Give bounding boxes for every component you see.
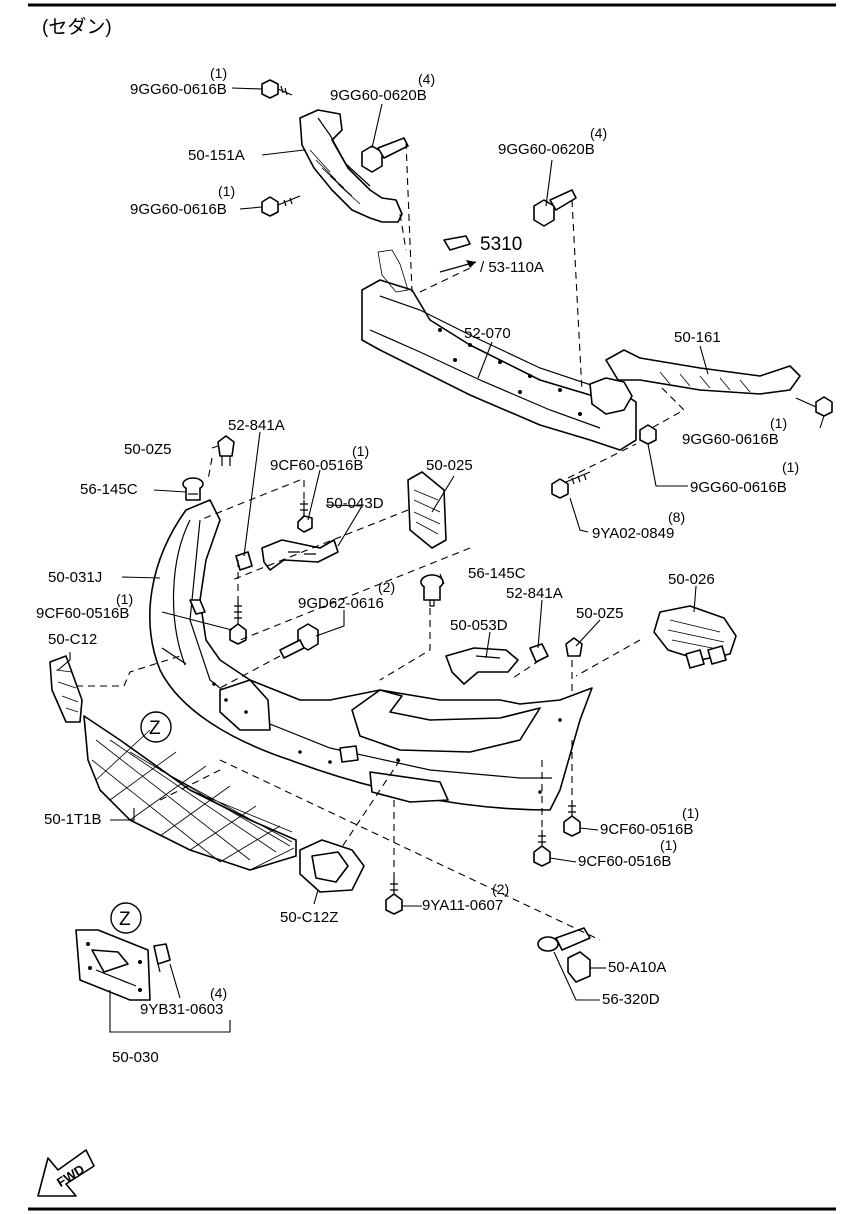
screw-9YA11-0607[interactable] (385, 878, 403, 915)
bracket-50-C12Z[interactable] (299, 839, 365, 893)
tow-hook-56-320D[interactable] (537, 927, 591, 952)
qty-p31: (4) (210, 985, 227, 1001)
clip-50-0Z5-left[interactable] (217, 435, 235, 466)
label-p11[interactable]: 52-841A (228, 417, 285, 434)
support-50-025[interactable] (407, 471, 447, 549)
plate-bracket-50-030[interactable] (75, 929, 151, 1001)
reinforcement-52-070[interactable] (361, 249, 637, 451)
part-labels: (1) 9GG60-0616B (4) 9GG60-0620B 50-151A … (36, 65, 799, 1066)
bumper-cover-50-031J[interactable] (149, 499, 593, 811)
label-p13[interactable]: 9CF60-0516B (270, 457, 363, 474)
bolt-9GG60-0620B-left[interactable] (361, 137, 409, 173)
clip-50-0Z5-right[interactable] (565, 637, 583, 657)
retainer-56-145C-center[interactable] (420, 574, 444, 607)
label-p33[interactable]: 56-320D (602, 991, 660, 1008)
bracket-50-161[interactable] (605, 349, 801, 395)
label-p07[interactable]: 50-161 (674, 329, 721, 346)
nut-52-841A-right[interactable] (529, 643, 549, 663)
label-p32[interactable]: 50-A10A (608, 959, 666, 976)
qty-p20: (1) (116, 591, 133, 607)
bolt-9GD62-0616[interactable] (279, 623, 319, 659)
qty-p04: (1) (218, 183, 235, 199)
qty-p29: (2) (492, 881, 509, 897)
support-50-026[interactable] (653, 605, 737, 669)
qty-p09: (1) (782, 459, 799, 475)
label-p02[interactable]: 9GG60-0620B (330, 87, 427, 104)
label-p22[interactable]: 52-841A (506, 585, 563, 602)
bolt-9GG60-0620B-right[interactable] (533, 189, 577, 227)
bolt-9GG60-0616B-top[interactable] (261, 79, 293, 99)
screw-9CF60-0516B-left[interactable] (229, 600, 247, 645)
qty-p10: (8) (668, 509, 685, 525)
label-p34[interactable]: 50-030 (112, 1049, 159, 1066)
ref-arrow (439, 235, 477, 273)
label-p27[interactable]: 9CF60-0516B (600, 821, 693, 838)
zoom-marker-lower-label: Z (119, 909, 131, 930)
screw-9CF60-0516B-right-b[interactable] (533, 830, 551, 867)
qty-p28: (1) (660, 837, 677, 853)
ref-page[interactable]: 5310 (480, 234, 522, 255)
label-p03[interactable]: 50-151A (188, 147, 245, 164)
fwd-arrow: FWD (37, 1149, 95, 1197)
screw-9CF60-0516B-right-a[interactable] (563, 800, 581, 837)
label-p04[interactable]: 9GG60-0616B (130, 201, 227, 218)
qty-p13: (1) (352, 443, 369, 459)
qty-p08: (1) (770, 415, 787, 431)
screw-9YB31-0603[interactable] (153, 943, 171, 973)
label-p28[interactable]: 9CF60-0516B (578, 853, 671, 870)
label-p18[interactable]: 56-145C (468, 565, 526, 582)
bracket-50-C12[interactable] (49, 655, 83, 723)
label-p17[interactable]: 50-031J (48, 569, 102, 586)
bolt-9GG60-0616B-left[interactable] (261, 195, 301, 217)
label-p16[interactable]: 50-043D (326, 495, 384, 512)
label-p24[interactable]: 50-053D (450, 617, 508, 634)
qty-p01: (1) (210, 65, 227, 81)
qty-p02: (4) (418, 71, 435, 87)
label-p05[interactable]: 9GG60-0620B (498, 141, 595, 158)
ref-part[interactable]: / 53-110A (480, 259, 544, 276)
label-p14[interactable]: 50-025 (426, 457, 473, 474)
label-p15[interactable]: 56-145C (80, 481, 138, 498)
label-p31[interactable]: 9YB31-0603 (140, 1001, 223, 1018)
variant-label: (セダン) (42, 16, 112, 38)
cap-50-A10A[interactable] (567, 951, 591, 983)
bracket-50-043D[interactable] (261, 539, 339, 571)
qty-p27: (1) (682, 805, 699, 821)
assembly-dashed-lines (76, 141, 685, 941)
label-p23[interactable]: 50-C12 (48, 631, 97, 648)
zoom-marker-lower: Z (110, 902, 142, 934)
zoom-marker-upper: Z (140, 711, 172, 743)
retainer-56-145C-left[interactable] (182, 477, 204, 501)
label-p08[interactable]: 9GG60-0616B (682, 431, 779, 448)
bolt-9GG60-0616B-right-lower[interactable] (639, 424, 657, 445)
bracket-50-053D[interactable] (445, 647, 519, 685)
label-p26[interactable]: 50-1T1B (44, 811, 102, 828)
label-p29[interactable]: 9YA11-0607 (422, 897, 503, 914)
label-p25[interactable]: 50-0Z5 (576, 605, 624, 622)
bracket-50-151A[interactable] (299, 109, 403, 223)
label-p21[interactable]: 9GD62-0616 (298, 595, 384, 612)
label-p01[interactable]: 9GG60-0616B (130, 81, 227, 98)
zoom-marker-upper-label: Z (149, 718, 161, 739)
label-p30[interactable]: 50-C12Z (280, 909, 338, 926)
label-p09[interactable]: 9GG60-0616B (690, 479, 787, 496)
qty-p05: (4) (590, 125, 607, 141)
grille-50-1T1B[interactable] (83, 715, 297, 871)
leader-lines (57, 87, 825, 1033)
label-p20[interactable]: 9CF60-0516B (36, 605, 129, 622)
qty-p21: (2) (378, 579, 395, 595)
screw-9YA02-0849[interactable] (551, 471, 591, 499)
label-p10[interactable]: 9YA02-0849 (592, 525, 674, 542)
label-p06[interactable]: 52-070 (464, 325, 511, 342)
label-p12[interactable]: 50-0Z5 (124, 441, 172, 458)
label-p19[interactable]: 50-026 (668, 571, 715, 588)
screw-9CF60-0516B-upper[interactable] (297, 500, 313, 533)
bolt-9GG60-0616B-right-upper[interactable] (795, 396, 833, 417)
